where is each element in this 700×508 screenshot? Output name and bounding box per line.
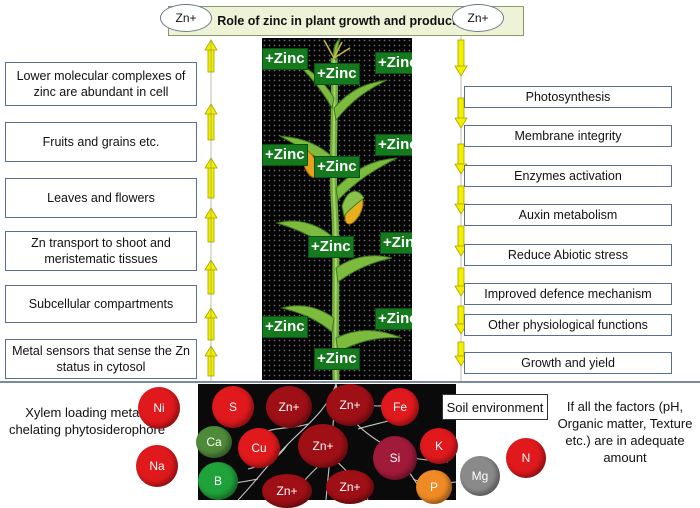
left-item-leaves-flowers: Leaves and flowers — [5, 178, 197, 218]
zinc-tag: +Zinc — [375, 52, 412, 74]
element-zn: Zn+ — [326, 384, 374, 426]
right-item-photosynthesis: Photosynthesis — [464, 86, 672, 108]
left-item-zn-transport: Zn transport to shoot and meristematic t… — [5, 231, 197, 271]
maize-plant-illustration: +Zinc +Zinc +Zinc +Zinc +Zinc +Zinc +Zin… — [262, 38, 412, 380]
zinc-tag: +Zinc — [314, 156, 360, 178]
right-item-defence-mechanism: Improved defence mechanism — [464, 283, 672, 305]
element-ca: Ca — [196, 426, 232, 458]
element-n: N — [506, 438, 546, 478]
left-item-metal-sensors: Metal sensors that sense the Zn status i… — [5, 339, 197, 379]
page-title: Role of zinc in plant growth and product… — [217, 14, 475, 28]
element-zn: Zn+ — [298, 424, 348, 468]
element-na: Na — [136, 445, 178, 487]
element-p: P — [416, 470, 452, 504]
left-item-fruits-grains: Fruits and grains etc. — [5, 122, 197, 162]
adequate-factors-text: If all the factors (pH, Organic matter, … — [557, 399, 693, 465]
zinc-tag: +Zinc — [380, 232, 412, 254]
zinc-tag: +Zinc — [308, 236, 354, 258]
right-item-abiotic-stress: Reduce Abiotic stress — [464, 244, 672, 266]
zn-badge-left: Zn+ — [160, 4, 212, 32]
element-zn: Zn+ — [326, 470, 374, 504]
element-cu: Cu — [238, 428, 280, 468]
element-zn: Zn+ — [262, 474, 312, 508]
soil-environment-label: Soil environment — [442, 394, 548, 420]
right-item-membrane-integrity: Membrane integrity — [464, 125, 672, 147]
zinc-tag: +Zinc — [262, 48, 308, 70]
maize-plant-drawing — [275, 38, 403, 380]
element-fe: Fe — [381, 388, 419, 426]
zinc-tag: +Zinc — [375, 134, 412, 156]
right-item-growth-yield: Growth and yield — [464, 352, 672, 374]
zinc-tag: +Zinc — [375, 308, 412, 330]
right-item-auxin-metabolism: Auxin metabolism — [464, 204, 672, 226]
element-si: Si — [373, 436, 417, 480]
element-k: K — [420, 428, 458, 464]
left-item-subcellular: Subcellular compartments — [5, 285, 197, 323]
soil-divider — [0, 381, 700, 383]
xylem-loading-text: Xylem loading metals chelating phytoside… — [8, 405, 166, 437]
element-b: B — [198, 462, 238, 500]
left-arrow-column — [204, 39, 218, 381]
zinc-tag: +Zinc — [314, 63, 360, 85]
element-mg: Mg — [460, 456, 500, 496]
right-arrow-column — [454, 36, 468, 381]
element-s: S — [212, 386, 254, 428]
right-item-physiological-functions: Other physiological functions — [464, 314, 672, 336]
zinc-tag: +Zinc — [262, 316, 308, 338]
zinc-tag: +Zinc — [262, 144, 308, 166]
left-item-low-molecular-complexes: Lower molecular complexes of zinc are ab… — [5, 62, 197, 106]
element-zn: Zn+ — [266, 386, 312, 428]
zinc-tag: +Zinc — [314, 348, 360, 370]
zn-badge-right: Zn+ — [452, 4, 504, 32]
right-item-enzymes-activation: Enzymes activation — [464, 165, 672, 187]
element-ni: Ni — [138, 387, 180, 429]
